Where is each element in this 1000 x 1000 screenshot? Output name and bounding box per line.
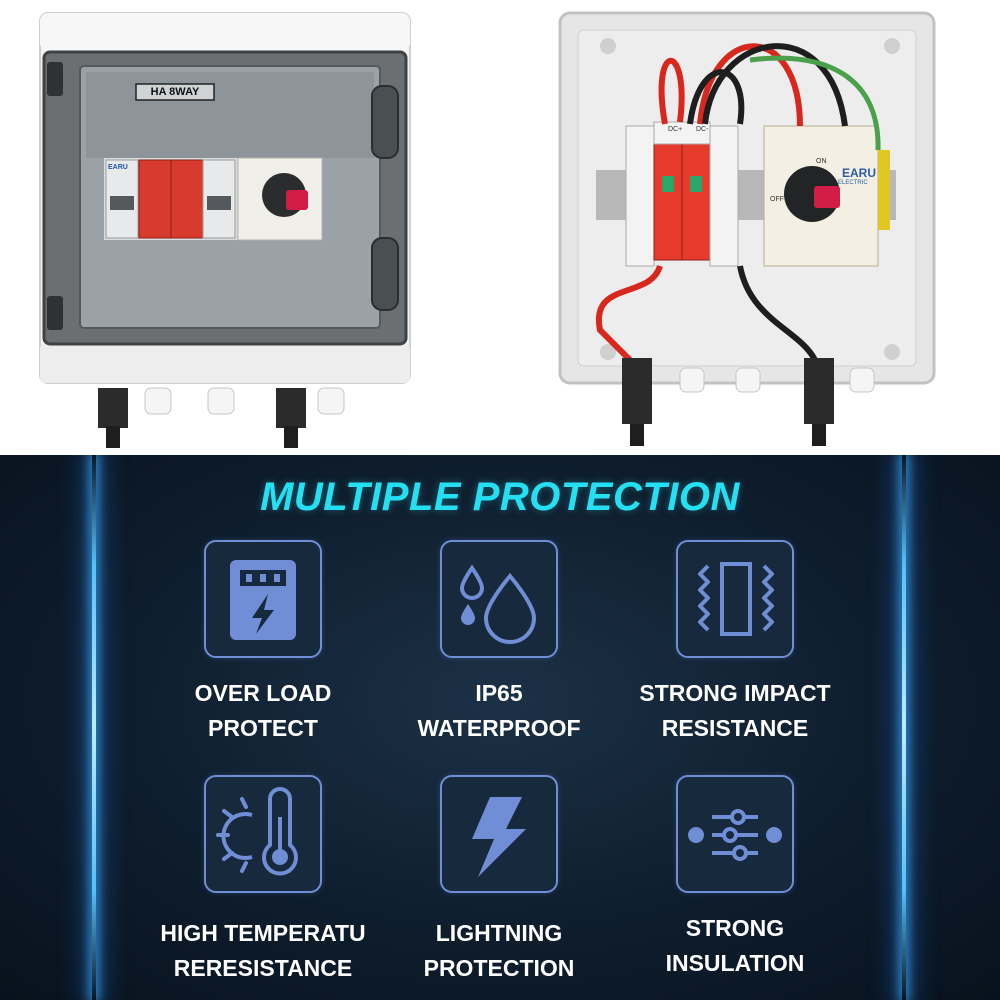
impact-panel-icon	[676, 540, 794, 658]
closed-combiner-box-image	[39, 12, 411, 448]
product-photo-area: HA 8WAY EARU	[0, 0, 1000, 455]
feature-label-line: STRONG	[685, 915, 785, 941]
feature-label-insulation: STRONG INSULATION	[605, 911, 865, 981]
feature-label-temperature: HIGH TEMPERATU RERESISTANCE	[133, 916, 393, 986]
lightning-bolt-icon	[440, 775, 558, 893]
feature-label-line: LIGHTNING	[435, 920, 563, 946]
feature-label-line: PROTECTION	[423, 955, 575, 981]
section-title: MULTIPLE PROTECTION	[260, 475, 740, 519]
feature-label-line: WATERPROOF	[417, 715, 581, 741]
brand-label-small: EARU	[108, 164, 128, 171]
left-glow-line	[92, 455, 96, 1000]
feature-label-line: IP65	[475, 680, 523, 706]
model-label: HA 8WAY	[150, 86, 200, 98]
feature-label-impact: STRONG IMPACT RESISTANCE	[605, 676, 865, 746]
features-panel: MULTIPLE PROTECTION OVER LOAD PROTECT IP…	[0, 455, 1000, 1000]
feature-label-lightning: LIGHTNING PROTECTION	[369, 916, 629, 986]
polarity-negative-label: DC-	[696, 126, 709, 133]
feature-label-waterproof: IP65 WATERPROOF	[369, 676, 629, 746]
water-drops-icon	[440, 540, 558, 658]
brand-logo: EARU	[842, 166, 877, 180]
sun-thermometer-icon	[204, 775, 322, 893]
open-combiner-box-image	[558, 11, 936, 446]
overload-meter-icon	[204, 540, 322, 658]
brand-sub-label: ELECTRIC	[838, 180, 868, 186]
feature-label-line: OVER LOAD	[194, 680, 332, 706]
polarity-positive-label: DC+	[668, 126, 683, 133]
switch-on-label: ON	[816, 158, 827, 165]
right-glow-line	[902, 455, 906, 1000]
switch-off-label: OFF	[770, 196, 784, 203]
feature-label-line: HIGH TEMPERATU	[160, 920, 366, 946]
feature-label-line: PROTECT	[208, 715, 318, 741]
feature-label-overload: OVER LOAD PROTECT	[133, 676, 393, 746]
feature-label-line: INSULATION	[665, 950, 805, 976]
feature-label-line: STRONG IMPACT	[639, 680, 831, 706]
insulation-sliders-icon	[676, 775, 794, 893]
feature-label-line: RERESISTANCE	[173, 955, 353, 981]
feature-label-line: RESISTANCE	[661, 715, 809, 741]
